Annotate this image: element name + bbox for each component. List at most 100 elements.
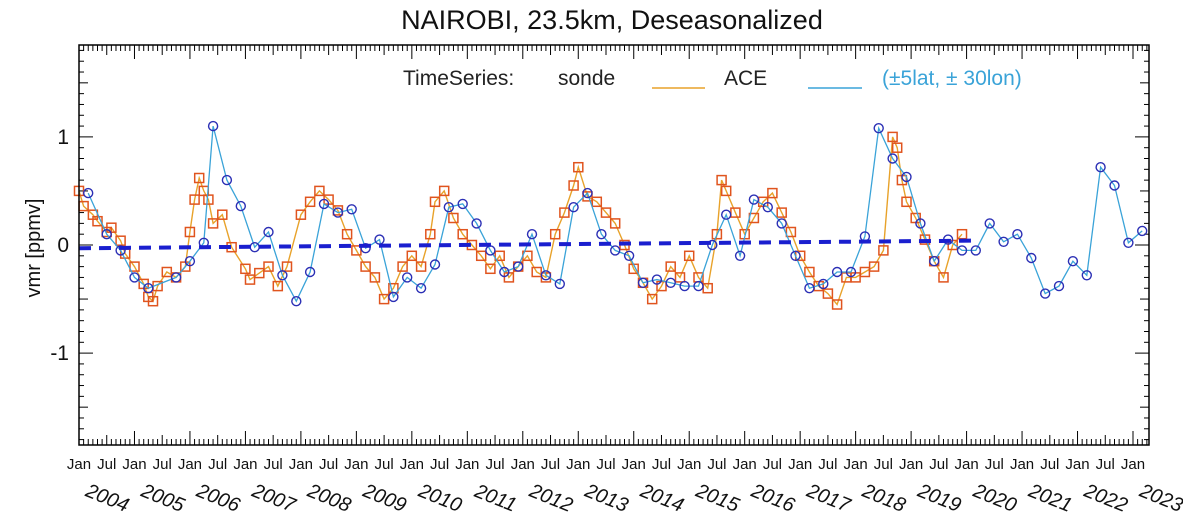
sonde-point: [582, 191, 593, 202]
ace-point: [651, 274, 663, 285]
year-label: 2016: [747, 480, 798, 518]
ace-point: [1109, 180, 1120, 191]
ace-point: [184, 256, 196, 267]
sonde-point: [397, 261, 408, 272]
ace-point: [170, 272, 182, 283]
x-month-label: Jan: [289, 456, 313, 473]
sonde-point: [716, 174, 727, 186]
x-month-label: Jan: [1010, 456, 1034, 473]
ace-point: [998, 236, 1009, 248]
x-month-label: Jan: [455, 456, 479, 473]
chart-title: NAIROBI, 23.5km, Deseasonalized: [401, 5, 823, 35]
ace-point: [360, 242, 371, 254]
legend-range-label: (±5lat, ± 30lon): [882, 67, 1022, 90]
sonde-line: [78, 136, 963, 306]
ace-point: [457, 198, 468, 210]
sonde-point: [891, 142, 903, 153]
ace-point: [915, 218, 926, 229]
x-month-label: Jan: [344, 456, 368, 473]
sonde-point: [674, 272, 686, 283]
ace-point: [235, 200, 247, 212]
sonde-point: [568, 180, 579, 191]
sonde-point: [217, 209, 228, 220]
ace-point: [499, 266, 510, 278]
year-label: 2020: [969, 480, 1019, 517]
x-month-label: Jul: [652, 456, 671, 473]
x-month-label: Jul: [485, 456, 504, 473]
ace-point: [554, 278, 565, 290]
year-label: 2004: [82, 480, 132, 517]
sonde-point: [938, 272, 949, 283]
ace-line: [87, 125, 1143, 303]
sonde-point: [646, 293, 658, 305]
sonde-point: [304, 196, 316, 208]
x-month-label: Jul: [596, 456, 615, 473]
sonde-point: [281, 261, 293, 272]
sonde-point: [189, 194, 200, 205]
sonde-point: [868, 261, 880, 272]
ace-point: [707, 239, 718, 251]
ace-point: [873, 122, 884, 134]
ace-point: [1081, 270, 1093, 281]
ace-point: [887, 153, 898, 164]
sonde-point: [549, 228, 561, 240]
sonde-point: [406, 250, 418, 262]
ace-point: [610, 245, 621, 256]
sonde-point: [878, 245, 889, 256]
x-month-label: Jan: [67, 456, 91, 473]
ace-point: [318, 198, 330, 210]
ace-point: [776, 218, 787, 229]
sonde-point: [295, 209, 307, 220]
sonde-point: [244, 274, 256, 285]
legend-ace-label: ACE: [724, 67, 767, 90]
ace-point: [734, 250, 746, 262]
year-label: 2010: [414, 480, 464, 517]
y-tick-labels: -101: [50, 126, 69, 365]
ace-point: [304, 266, 316, 278]
x-month-label: Jan: [178, 456, 202, 473]
ace-point: [221, 174, 233, 186]
ace-point: [721, 209, 732, 220]
x-month-label: Jul: [153, 456, 172, 473]
sonde-point: [429, 196, 441, 208]
x-month-label: Jan: [733, 456, 757, 473]
year-label: 2019: [914, 480, 964, 517]
plot-frame: [78, 44, 1150, 446]
ace-point: [596, 228, 607, 240]
ace-point: [582, 187, 593, 199]
sonde-point: [901, 196, 912, 208]
ace-point: [984, 218, 995, 229]
year-label: 2005: [137, 480, 188, 518]
sonde-point: [254, 267, 265, 279]
legend-prefix: TimeSeries:: [403, 67, 514, 90]
sonde-point: [831, 299, 843, 310]
sonde-point: [665, 261, 676, 272]
x-month-label: Jul: [97, 456, 116, 473]
ace-point: [540, 270, 552, 281]
x-month-label: Jan: [400, 456, 424, 473]
ace-point: [1053, 280, 1065, 292]
sonde-point: [475, 250, 487, 262]
x-month-label: Jan: [622, 456, 646, 473]
sonde-point: [609, 218, 621, 229]
ace-point: [143, 283, 154, 294]
ace-point: [277, 270, 288, 281]
ace-point: [1026, 252, 1037, 264]
ace-point: [568, 201, 579, 213]
y-tick-label: 0: [57, 234, 69, 257]
year-label: 2014: [636, 480, 686, 517]
trend-series: [78, 238, 972, 251]
sonde-point: [263, 261, 274, 272]
year-label: 2009: [359, 480, 409, 517]
year-label: 2017: [803, 480, 854, 518]
x-month-label: Jul: [818, 456, 837, 473]
sonde-point: [378, 293, 390, 305]
sonde-point: [92, 215, 103, 227]
x-month-label: Jul: [208, 456, 227, 473]
sonde-point: [531, 266, 542, 278]
ace-point: [1136, 225, 1148, 237]
ace-point: [637, 277, 649, 288]
sonde-point: [184, 226, 196, 238]
x-month-label: Jul: [985, 456, 1004, 473]
